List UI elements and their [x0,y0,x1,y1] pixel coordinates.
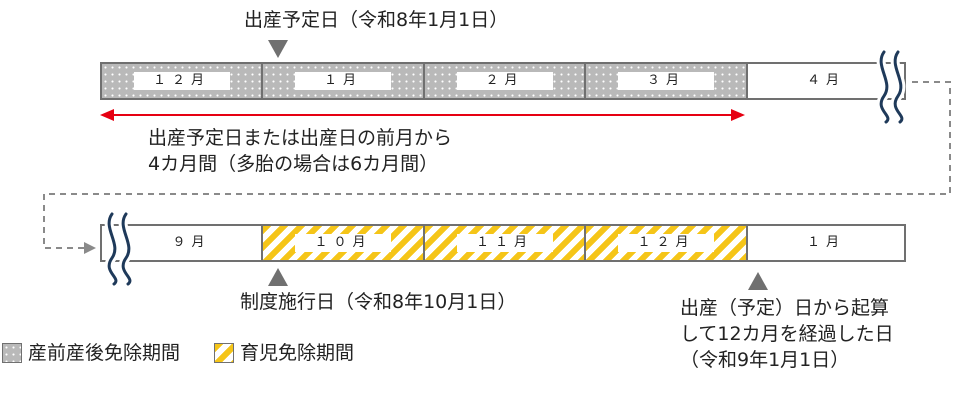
enforcement-pointer-icon [268,268,288,286]
bottom-cell-label: ９月 [172,235,211,250]
legend-maternity-label: 産前産後免除期間 [28,342,181,364]
top-cell-label: ４月 [806,73,845,88]
break-wave-icon [879,50,904,124]
due-date-pointer-icon [268,40,288,58]
end-caption-line3: （令和9年1月1日） [680,349,850,371]
bottom-timeline-bar: ９月 １０月 １１月 １２月 １月 [100,224,906,262]
bottom-cell-jan: １月 [748,226,904,260]
top-cell-label: ２月 [456,72,553,90]
bottom-cell-dec: １２月 [586,226,748,260]
period-note-line1: 出産予定日または出産日の前月から [148,127,453,149]
top-cell-dec: １２月 [102,64,263,98]
end-caption-line1: 出産（予定）日から起算 [680,297,890,319]
bottom-cell-label: １月 [806,235,845,250]
legend-childcare-swatch [214,343,234,363]
top-cell-feb: ２月 [425,64,586,98]
legend-childcare-label: 育児免除期間 [240,342,355,364]
end-date-pointer-icon [748,272,768,290]
connector-arrowhead-icon [84,242,96,254]
top-timeline-bar: １２月 １月 ２月 ３月 ４月 [100,62,906,100]
legend-maternity-swatch [2,343,22,363]
top-cell-mar: ３月 [586,64,748,98]
bottom-cell-nov: １１月 [425,226,586,260]
due-date-caption: 出産予定日（令和8年1月1日） [244,9,509,31]
end-caption-line2: して12カ月を経過した日 [680,323,894,345]
break-wave-icon [107,212,132,286]
bottom-cell-label: １１月 [456,234,553,252]
bottom-cell-sep: ９月 [102,226,263,260]
bottom-cell-label: １０月 [295,234,391,252]
continuation-connector [43,81,951,249]
period-note-line2: 4カ月間（多胎の場合は6カ月間） [148,153,439,175]
top-cell-label: １２月 [133,72,230,90]
top-cell-apr: ４月 [748,64,904,98]
bottom-cell-label: １２月 [618,234,714,252]
period-double-arrow-icon [100,109,745,121]
top-cell-jan: １月 [263,64,425,98]
top-cell-label: ３月 [618,72,714,90]
top-cell-label: １月 [295,72,391,90]
bottom-cell-oct: １０月 [263,226,425,260]
enforcement-date-caption: 制度施行日（令和8年10月1日） [240,291,517,313]
